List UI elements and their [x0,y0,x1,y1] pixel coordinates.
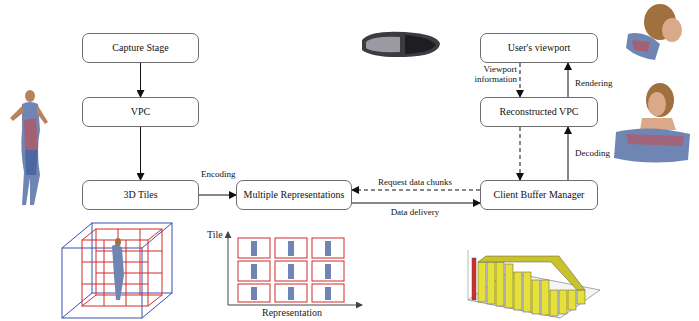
flow-arrow [140,63,141,97]
edge-label: Request data chunks [377,177,453,187]
process-box: Capture Stage [82,33,199,63]
tile-cube [62,223,172,318]
person-figure [614,83,690,163]
process-box: User's viewport [480,33,598,63]
flow-arrow [352,203,480,204]
axis-label: Tile [207,229,223,241]
flow-arrow [140,127,141,180]
edge-label: Encoding [200,169,237,179]
box-label: Capture Stage [112,42,168,54]
box-label: Client Buffer Manager [494,189,585,201]
dashed-arrow [352,190,480,191]
person-figure [626,4,682,60]
flow-arrow [199,195,236,196]
box-label: Multiple Representations [244,189,345,201]
process-box: 3D Tiles [82,180,199,210]
process-box: Reconstructed VPC [480,97,598,127]
representation-grid [228,232,362,305]
dashed-arrow [520,63,521,97]
edge-label: Viewport information [460,64,518,85]
process-box: Multiple Representations [236,180,352,210]
box-label: VPC [131,106,150,118]
box-label: Reconstructed VPC [500,106,579,118]
edge-label: Rendering [574,78,614,88]
process-box: Client Buffer Manager [480,180,598,210]
dashed-arrow [520,127,521,180]
process-box: VPC [82,97,199,127]
flow-arrow [568,127,569,180]
edge-label: Data delivery [390,207,441,217]
person-figure [10,90,48,205]
headset-icon [362,32,440,57]
box-label: 3D Tiles [123,189,157,201]
flow-arrow [568,63,569,97]
edge-label: Decoding [574,148,611,158]
box-label: User's viewport [508,42,571,54]
axis-label: Representation [262,307,322,319]
buffer-bar-chart [468,250,600,318]
